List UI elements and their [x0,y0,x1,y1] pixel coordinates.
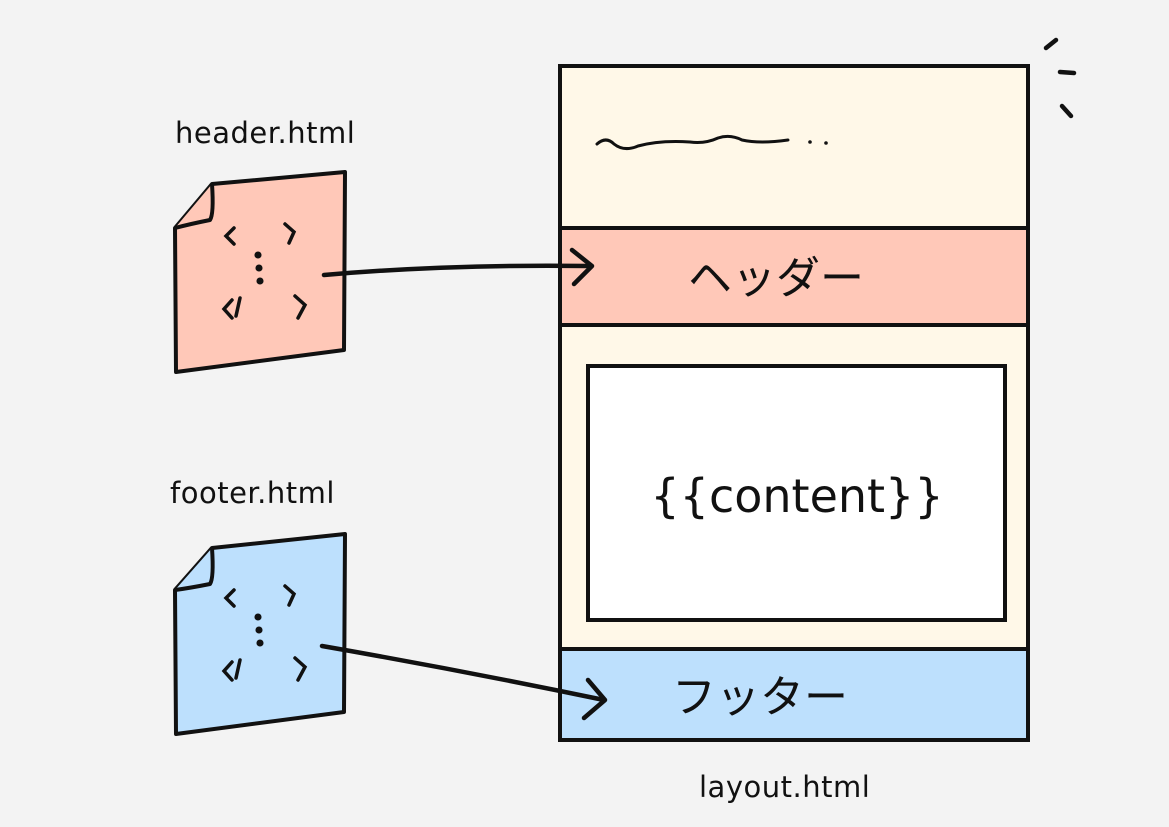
layout-content-box [586,364,1007,622]
layout-file-label: layout.html [699,770,871,804]
header-file-icon [173,170,347,374]
layout-page: ヘッダー {{content}} フッター [558,64,1030,742]
footer-file-fold [174,547,215,592]
footer-arrow-icon [319,643,608,721]
layout-squiggle-dot [808,140,812,144]
layout-content-placeholder: {{content}} [650,469,943,523]
footer-file-code-glyphs [221,584,308,682]
header-file-fold [174,183,215,230]
footer-file-label: footer.html [170,476,335,510]
header-file-code-glyphs [221,222,308,320]
layout-footer-band-label: フッター [672,672,848,723]
layout-squiggle-text [595,134,790,151]
footer-file-icon [173,532,347,736]
layout-footer-band [558,647,1030,742]
emphasis-marks [1043,37,1077,119]
layout-header-band [558,226,1030,327]
header-file-label: header.html [175,116,356,150]
layout-header-band-label: ヘッダー [688,253,864,304]
layout-squiggle-dot [824,141,828,145]
header-arrow-icon [321,247,595,287]
